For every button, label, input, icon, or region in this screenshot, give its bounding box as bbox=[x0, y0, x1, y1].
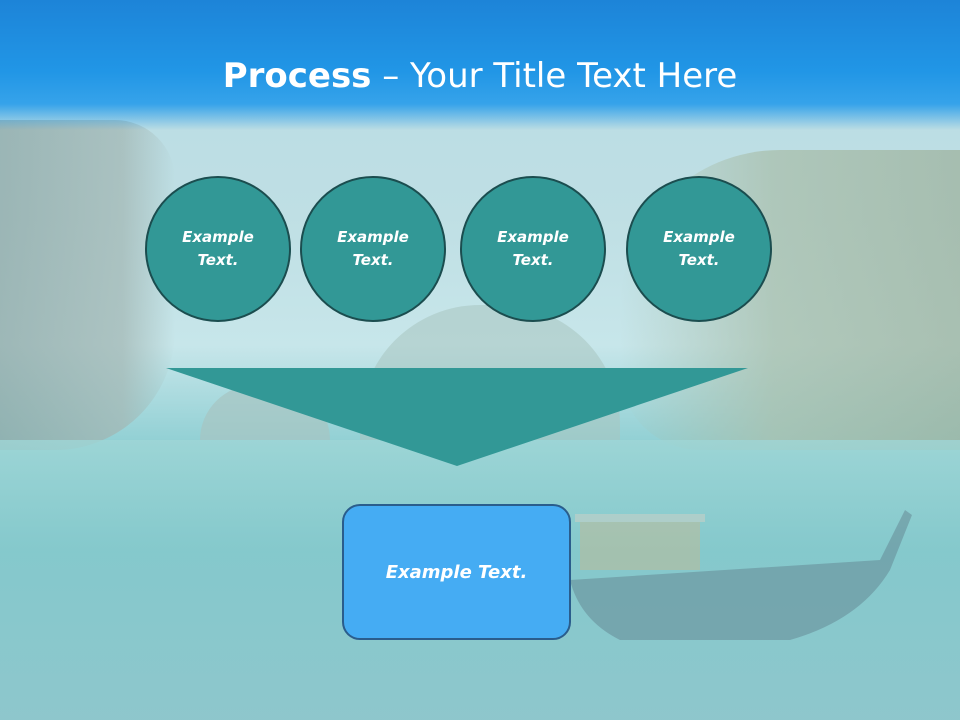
background-boat-image bbox=[570, 510, 912, 640]
result-box[interactable]: Example Text. bbox=[342, 504, 571, 640]
result-label: Example Text. bbox=[385, 561, 528, 583]
process-step-circle-3[interactable]: Example Text. bbox=[460, 176, 606, 322]
process-step-label: Example Text. bbox=[663, 228, 735, 269]
process-step-label: Example Text. bbox=[497, 228, 569, 269]
background-cliff-left bbox=[0, 120, 175, 450]
process-step-label: Example Text. bbox=[182, 228, 254, 269]
funnel-arrow-shape[interactable] bbox=[166, 368, 748, 466]
process-step-circle-1[interactable]: Example Text. bbox=[145, 176, 291, 322]
slide-title: Process – Your Title Text Here bbox=[0, 54, 960, 98]
process-step-circle-4[interactable]: Example Text. bbox=[626, 176, 772, 322]
title-rest-part: – Your Title Text Here bbox=[371, 56, 738, 96]
process-step-label: Example Text. bbox=[337, 228, 409, 269]
title-bar bbox=[0, 0, 960, 130]
title-bold-part: Process bbox=[222, 56, 372, 96]
process-step-circle-2[interactable]: Example Text. bbox=[300, 176, 446, 322]
